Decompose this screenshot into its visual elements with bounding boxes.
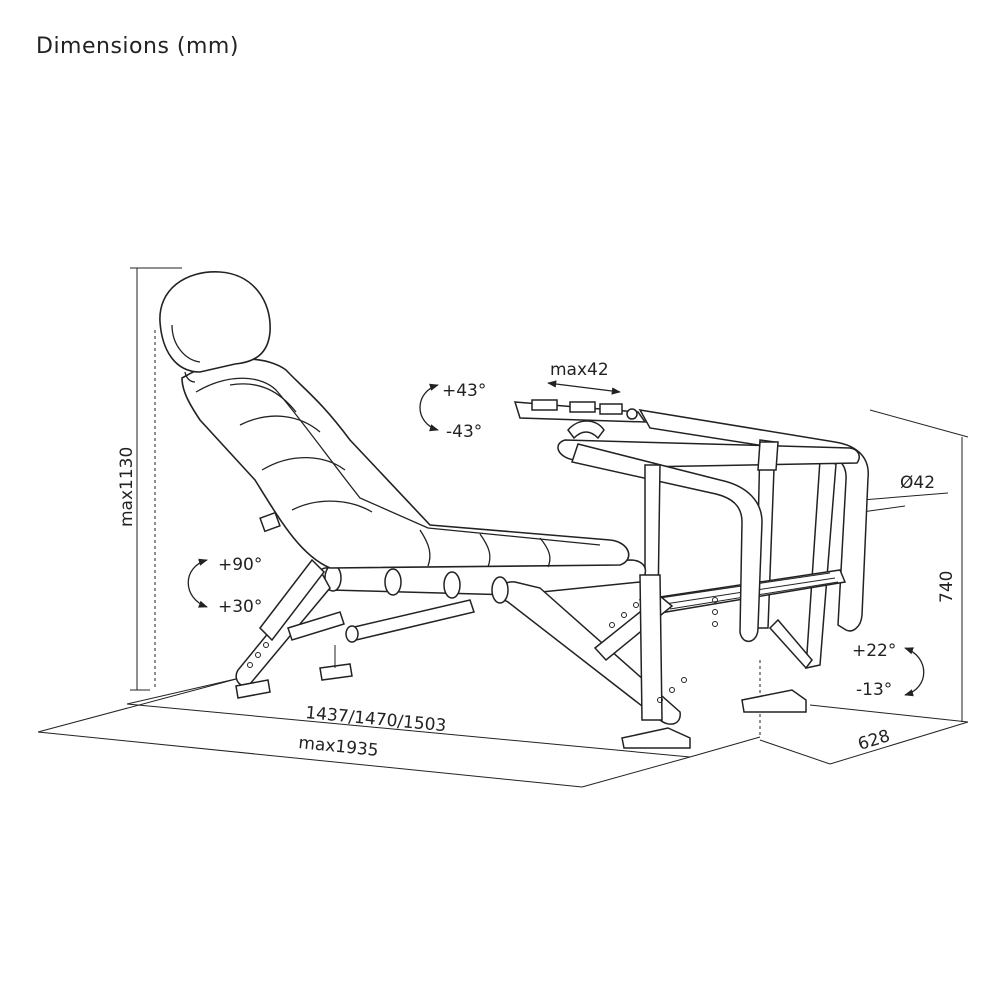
angle-wheel-up: +43° — [442, 381, 486, 401]
angle-pedal-up: +22° — [852, 641, 896, 661]
dim-length-max: max1935 — [298, 733, 380, 761]
dim-height-740: 740 — [937, 571, 957, 603]
frame-near-side — [235, 558, 718, 749]
angle-pedal-down: -13° — [856, 680, 892, 700]
angle-wheel-down: -43° — [446, 422, 482, 442]
page-title: Dimensions (mm) — [36, 34, 239, 59]
rotation-arrows — [187, 383, 925, 697]
dim-wheel-slide: max42 — [550, 360, 609, 380]
dim-width-628: 628 — [856, 726, 893, 755]
angle-seat-up: +90° — [218, 555, 262, 575]
frame-far-side — [638, 409, 869, 713]
dim-tube-diameter: Ø42 — [900, 473, 935, 493]
dim-length-base: 1437/1470/1503 — [305, 703, 448, 736]
angle-seat-down: +30° — [218, 597, 262, 617]
seat — [159, 271, 630, 569]
dim-height-max1130: max1130 — [117, 447, 137, 527]
wheel-frame — [513, 399, 860, 642]
